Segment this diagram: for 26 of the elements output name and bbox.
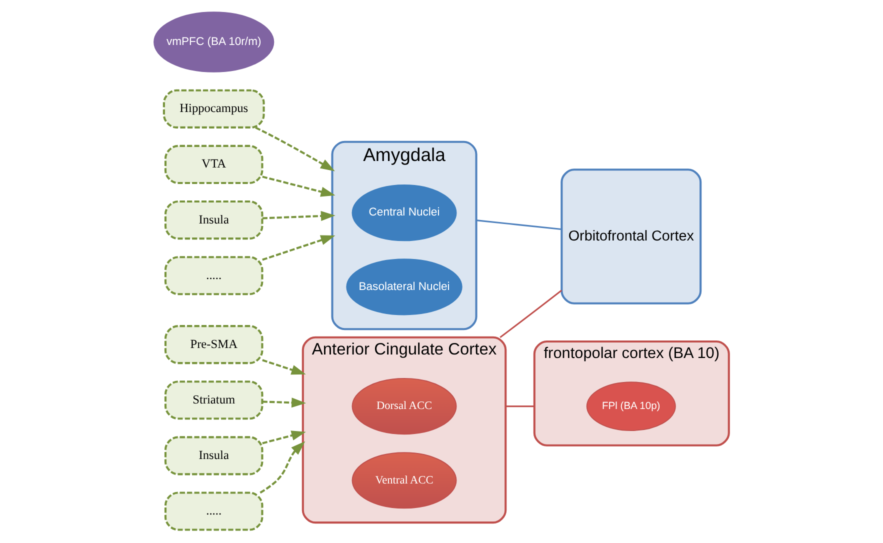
node-ellipse: FPl (BA 10p) (586, 382, 676, 431)
node-box: ..... (164, 492, 264, 531)
connector (506, 406, 534, 408)
node-box: Insula (164, 200, 264, 240)
connector (500, 290, 562, 338)
node-ellipse: Ventral ACC (352, 452, 457, 509)
node-box: ..... (164, 256, 264, 296)
arrow (262, 359, 306, 375)
arrow (262, 398, 306, 408)
node-box: Striatum (164, 380, 264, 420)
node-box: VTA (164, 144, 264, 184)
arrow (262, 210, 336, 222)
node-ellipse: Dorsal ACC (352, 378, 457, 435)
node-ellipse: Central Nuclei (352, 184, 457, 242)
node-ellipse: vmPFC (BA 10r/m) (154, 12, 274, 72)
arrow (260, 441, 306, 494)
arrow (262, 176, 336, 197)
connector (476, 220, 562, 230)
arrow (262, 430, 306, 444)
arrow (255, 126, 335, 172)
node-box: Pre-SMA (164, 325, 264, 364)
node-box: Hippocampus (162, 89, 265, 128)
node-box: Orbitofrontal Cortex (560, 168, 702, 304)
arrow (262, 235, 336, 261)
node-box: Insula (164, 436, 264, 476)
node-ellipse: Basolateral Nuclei (346, 258, 462, 316)
